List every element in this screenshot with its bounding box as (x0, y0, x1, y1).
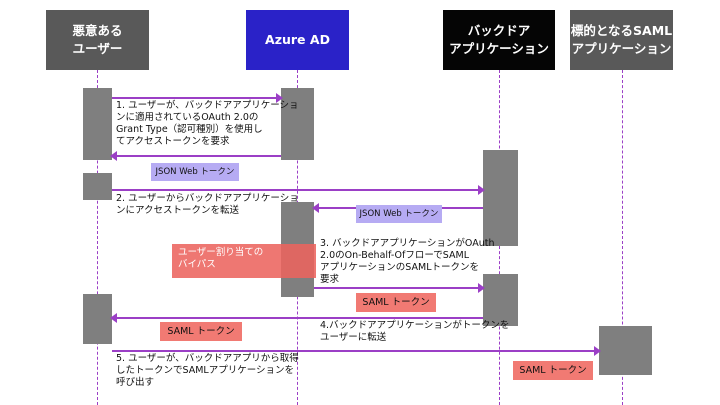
participant-azure-ad: Azure AD (246, 10, 349, 70)
activation-saml-app (599, 326, 652, 375)
activation-user-1 (83, 88, 112, 160)
token-saml-2: SAML トークン (160, 322, 242, 341)
arrow-step3-response (314, 283, 485, 293)
arrow-step2 (112, 185, 485, 195)
arrow-step4 (110, 313, 483, 323)
token-jwt-1: JSON Web トークン (151, 163, 239, 181)
lifeline-target-saml-app (622, 70, 623, 405)
step4-text: 4.バックドアアプリケーションがトークンを ユーザーに転送 (320, 320, 510, 343)
token-jwt-2: JSON Web トークン (356, 205, 442, 223)
participant-malicious-user: 悪意ある ユーザー (46, 10, 149, 70)
token-saml-1: SAML トークン (356, 293, 436, 312)
arrow-step5 (112, 346, 601, 356)
participant-target-saml-app: 標的となるSAML アプリケーション (570, 10, 673, 70)
arrow-step1-response (110, 151, 281, 161)
activation-azure-1 (281, 88, 314, 160)
lifeline-malicious-user (97, 70, 98, 405)
step2-text: 2. ユーザーからバックドアアプリケーショ ンにアクセストークンを転送 (116, 193, 299, 216)
participant-backdoor-app: バックドア アプリケーション (443, 10, 555, 70)
activation-backdoor-2 (483, 274, 518, 326)
activation-backdoor-1 (483, 150, 518, 246)
arrow-step1-request (112, 93, 283, 103)
user-assignment-bypass-callout: ユーザー割り当ての バイパス (172, 244, 316, 278)
step1-text: 1. ユーザーが、バックドアアプリケーショ ンに適用されているOAuth 2.0… (116, 100, 299, 147)
activation-user-3 (83, 294, 112, 344)
activation-user-2 (83, 173, 112, 200)
step3-text: 3. バックドアアプリケーションがOAuth 2.0のOn-Behalf-Ofフ… (320, 238, 495, 285)
token-saml-3: SAML トークン (513, 361, 593, 380)
step5-text: 5. ユーザーが、バックドアアプリから取得 したトークンでSAMLアプリケーショ… (116, 353, 299, 388)
